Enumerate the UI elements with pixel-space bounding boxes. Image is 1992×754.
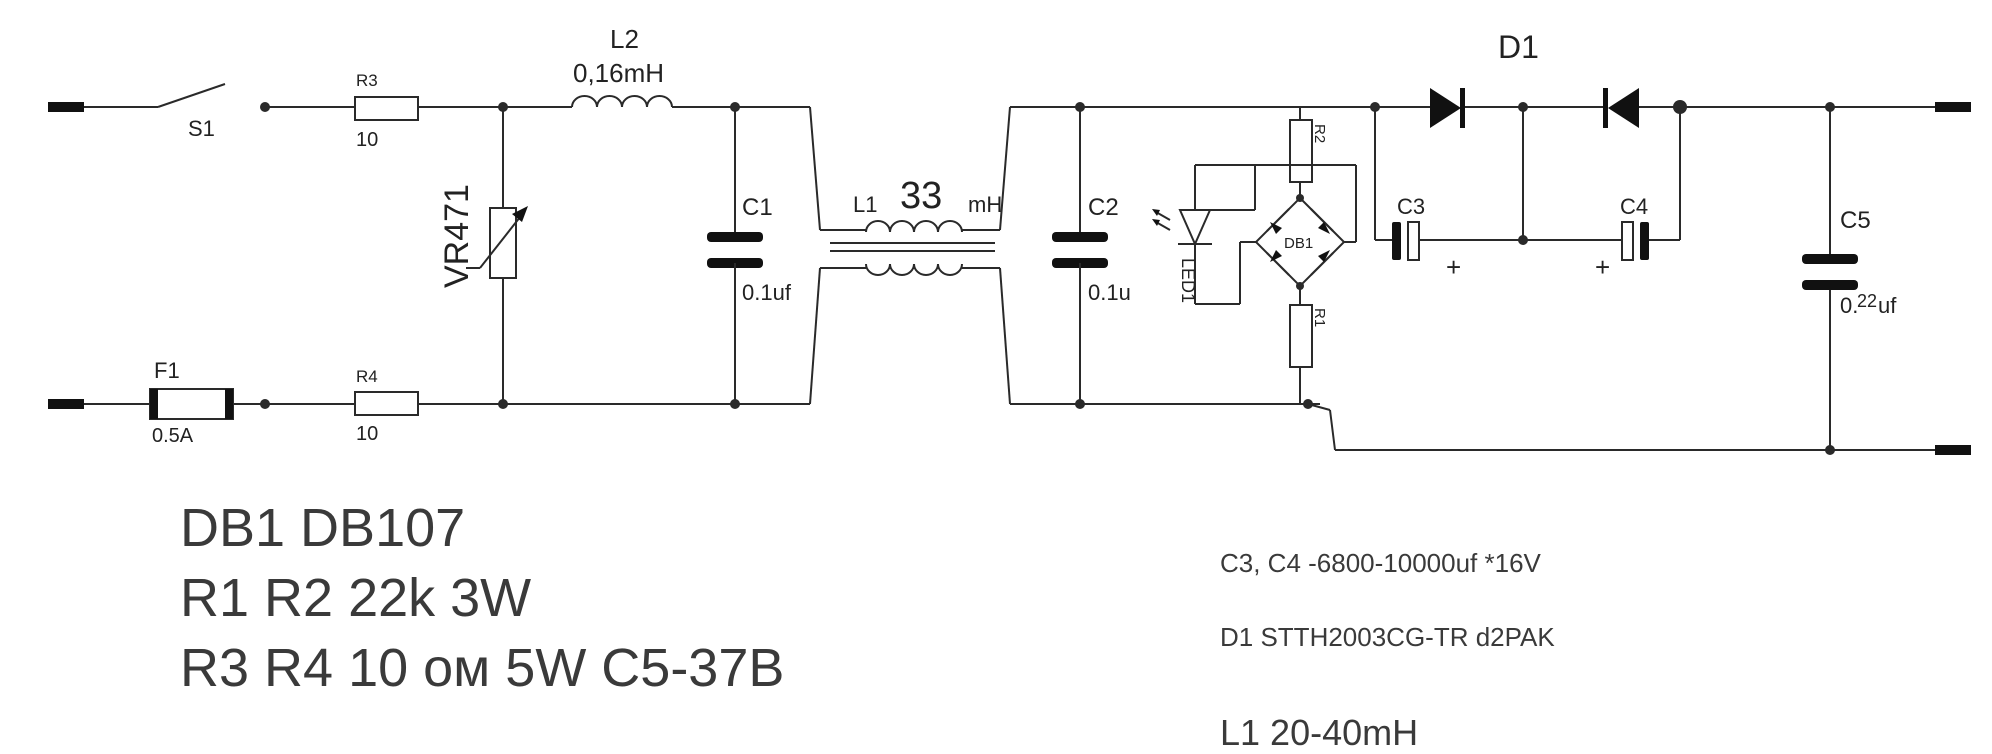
diode-d1b <box>1608 88 1639 128</box>
f1-value: 0.5A <box>152 425 194 447</box>
common-mode-choke-l1 <box>809 106 1011 405</box>
r3-value: 10 <box>356 129 378 151</box>
capacitor-c3 <box>1392 222 1401 260</box>
c4-plus: + <box>1595 252 1610 282</box>
note-l1: L1 20-40mH <box>1220 712 1419 753</box>
middle-wires <box>1010 106 1375 405</box>
l1-value: 33 <box>900 175 942 217</box>
led-label: LED1 <box>1178 258 1198 303</box>
l1-label: L1 <box>853 192 877 217</box>
input-terminal-bottom <box>48 399 84 409</box>
fuse-f1 <box>149 388 234 420</box>
varistor-vr471 <box>466 102 528 409</box>
r4-label: R4 <box>356 367 378 386</box>
c4-label: C4 <box>1620 194 1648 219</box>
l2-label: L2 <box>610 24 639 54</box>
capacitor-c5 <box>1802 254 1858 264</box>
c3-plus: + <box>1446 252 1461 282</box>
c1-value: 0.1uf <box>742 280 792 305</box>
s1-label: S1 <box>188 116 215 141</box>
note-db1: DB1 DB107 <box>180 498 466 558</box>
capacitor-c2 <box>1052 102 1108 409</box>
l2-value: 0,16mH <box>573 58 664 88</box>
led-led1 <box>1152 209 1212 247</box>
db-label: DB1 <box>1284 235 1313 252</box>
bottom-input-wires <box>84 399 810 409</box>
notes-left: DB1 DB107 R1 R2 22k 3W R3 R4 10 ом 5W C5… <box>180 496 784 700</box>
resistor-r4 <box>354 391 419 416</box>
capacitor-c4 <box>1621 221 1634 261</box>
r3-label: R3 <box>356 71 378 90</box>
diode-d1a <box>1430 88 1461 128</box>
d1-label: D1 <box>1498 29 1539 65</box>
f1-label: F1 <box>154 358 180 383</box>
note-d1: D1 STTH2003CG-TR d2PAK <box>1220 622 1555 652</box>
inductor-l2 <box>571 95 673 108</box>
resistor-r2 <box>1289 119 1313 183</box>
indicator-circuit <box>1152 107 1357 409</box>
r1-label: R1 <box>1311 308 1328 327</box>
c3-label: C3 <box>1397 194 1425 219</box>
c2-label: C2 <box>1088 194 1119 221</box>
rectifier-block <box>1370 88 1830 261</box>
switch-s1 <box>157 83 270 112</box>
note-r3-r4: R3 R4 10 ом 5W C5-37B <box>180 638 785 698</box>
output-terminal-top <box>1935 102 1971 112</box>
c5-value-c: uf <box>1878 293 1897 318</box>
c5-label: C5 <box>1840 207 1871 234</box>
r2-label: R2 <box>1311 124 1328 143</box>
c5-value-b: 22 <box>1857 291 1877 311</box>
resistor-r3 <box>354 96 419 121</box>
input-terminal-top <box>48 102 84 112</box>
c1-label: C1 <box>742 194 773 221</box>
c2-value: 0.1u <box>1088 280 1131 305</box>
capacitor-c1 <box>707 102 763 409</box>
l1-unit: mH <box>968 192 1002 217</box>
note-r1-r2: R1 R2 22k 3W <box>180 568 532 628</box>
output-section <box>1307 102 1935 455</box>
resistor-r1 <box>1289 304 1313 368</box>
note-c3-c4: C3, C4 -6800-10000uf *16V <box>1220 548 1541 578</box>
vr-label: VR471 <box>438 184 476 288</box>
output-terminal-bottom <box>1935 445 1971 455</box>
c5-value-a: 0. <box>1840 293 1858 318</box>
r4-value: 10 <box>356 423 378 445</box>
